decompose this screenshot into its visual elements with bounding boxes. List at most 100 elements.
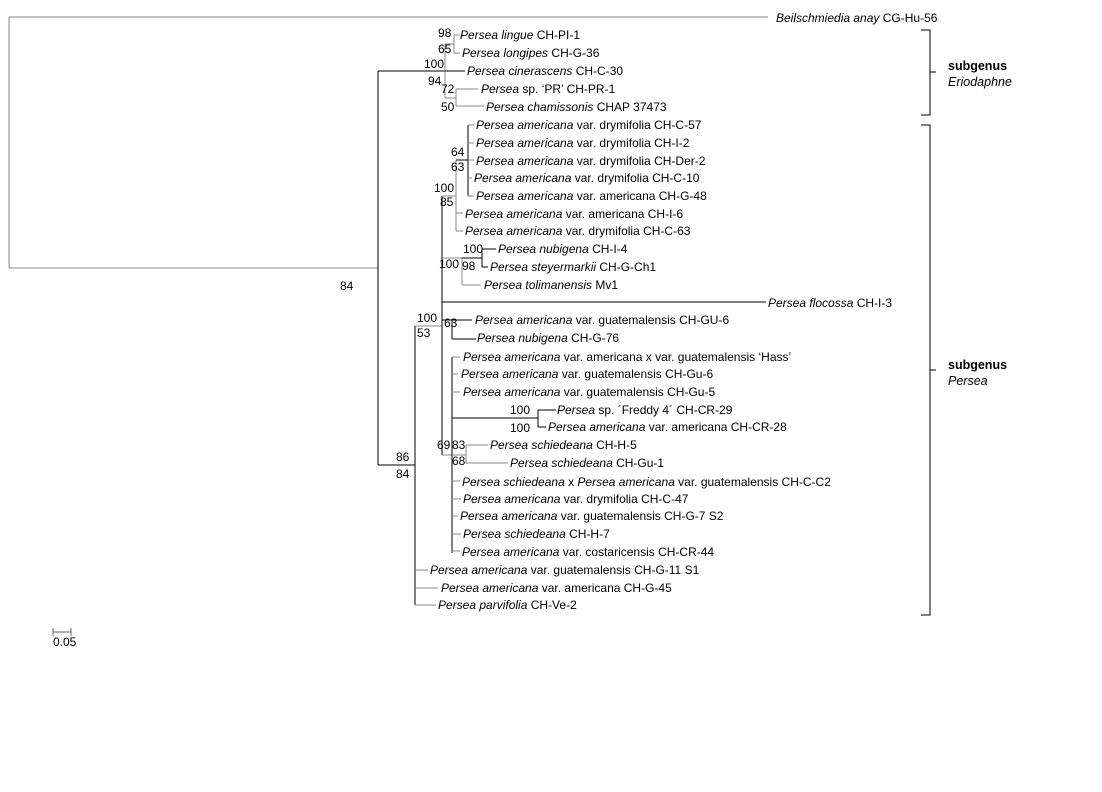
species-name: Persea americana: [475, 313, 573, 327]
specimen-code: CH-G-76: [567, 331, 620, 345]
bootstrap-value: 64: [451, 145, 465, 159]
scale-bar-label: 0.05: [53, 635, 77, 649]
species-name: Persea lingue: [460, 28, 534, 42]
species-name: Persea americana: [476, 118, 574, 132]
species-name: Persea nubigena: [477, 331, 568, 345]
taxon-label: Persea nubigena CH-G-76: [477, 331, 619, 345]
group-title: subgenus: [948, 59, 1008, 73]
specimen-code: CH-H-5: [592, 438, 637, 452]
specimen-code: CH-I-4: [588, 242, 628, 256]
bootstrap-value: 65: [438, 42, 452, 56]
species-name: Persea: [557, 403, 596, 417]
bootstrap-value: 100: [510, 403, 531, 417]
species-name: Persea americana: [465, 224, 563, 238]
taxon-label: Persea nubigena CH-I-4: [498, 242, 627, 256]
specimen-code: var. drymifolia CH-Der-2: [573, 154, 706, 168]
specimen-code: var. guatemalensis CH-Gu-6: [558, 367, 714, 381]
taxon-label: Persea steyermarkii CH-G-Ch1: [490, 260, 656, 274]
taxon-label: Persea cinerascens CH-C-30: [467, 64, 623, 78]
specimen-code: var. drymifolia CH-C-57: [573, 118, 702, 132]
specimen-code: var. drymifolia CH-C-47: [560, 492, 689, 506]
taxon-label: Persea americana var. drymifolia CH-C-47: [463, 492, 688, 506]
species-name: Persea: [481, 82, 520, 96]
group-name: Eriodaphne: [948, 75, 1012, 89]
species-name: Persea flocossa: [768, 296, 854, 310]
species-name: Persea schiedeana: [510, 456, 613, 470]
group-name: Persea: [948, 374, 988, 388]
species-name: Persea americana: [476, 136, 574, 150]
specimen-code: var. drymifolia CH-C-63: [562, 224, 691, 238]
specimen-code: CH-G-36: [548, 46, 600, 60]
specimen-code: var. americana x var. guatemalensis ‘Has…: [560, 350, 792, 364]
taxon-label: Persea americana var. americana CH-G-45: [441, 581, 672, 595]
species-name: Persea cinerascens: [467, 64, 573, 78]
specimen-code: sp. ´Freddy 4´ CH-CR-29: [595, 403, 733, 417]
species-name: Persea nubigena: [498, 242, 589, 256]
specimen-code: var. guatemalensis CH-GU-6: [572, 313, 730, 327]
specimen-code: var. americana CH-G-45: [538, 581, 672, 595]
species-name: Persea schiedeana: [490, 438, 593, 452]
bootstrap-value: 100: [463, 242, 484, 256]
taxon-label: Persea schiedeana CH-Gu-1: [510, 456, 664, 470]
species-name: Persea americana: [462, 545, 560, 559]
taxon-label: Persea americana var. drymifolia CH-I-2: [476, 136, 689, 150]
taxon-label: Persea americana var. guatemalensis CH-G…: [461, 367, 713, 381]
taxon-label: Persea lingue CH-PI-1: [460, 28, 580, 42]
specimen-code: var. guatemalensis CH-Gu-5: [560, 385, 716, 399]
bootstrap-value: 50: [441, 100, 455, 114]
bootstrap-value: 98: [438, 26, 452, 40]
species-name: Persea americana: [460, 509, 558, 523]
bootstrap-value: 85: [440, 195, 454, 209]
species-name: Persea americana: [461, 367, 559, 381]
taxon-label: Persea americana var. drymifolia CH-C-10: [474, 171, 699, 185]
bootstrap-value: 63: [451, 160, 465, 174]
species-name: Persea americana: [465, 207, 563, 221]
bootstrap-value: 69: [437, 438, 451, 452]
specimen-code: CHAP 37473: [593, 100, 667, 114]
taxon-label: Persea americana var. drymifolia CH-Der-…: [476, 154, 705, 168]
specimen-code: CH-Gu-1: [612, 456, 665, 470]
bootstrap-value: 100: [439, 257, 460, 271]
species-name: Persea americana: [430, 563, 528, 577]
specimen-code: CH-H-7: [565, 527, 610, 541]
taxon-label: Persea parvifolia CH-Ve-2: [438, 598, 577, 612]
specimen-code: CH-Ve-2: [527, 598, 577, 612]
bootstrap-value: 100: [417, 311, 438, 325]
bootstrap-value: 100: [510, 421, 531, 435]
species-name: Persea chamissonis: [486, 100, 594, 114]
specimen-code: CG-Hu-56: [882, 11, 938, 25]
taxon-label: Persea longipes CH-G-36: [462, 46, 599, 60]
bootstrap-value: 98: [462, 259, 476, 273]
specimen-code: var. guatemalensis CH-G-7 S2: [557, 509, 724, 523]
species-name: Persea americana: [476, 189, 574, 203]
taxon-label: Persea americana var. guatemalensis CH-G…: [430, 563, 699, 577]
outgroup-label: Beilschmiedia anay CG-Hu-56: [776, 11, 937, 25]
specimen-code: CH-I-3: [853, 296, 893, 310]
bootstrap-value: 100: [424, 57, 445, 71]
bootstrap-value: 63: [444, 316, 458, 330]
taxon-label: Persea americana var. drymifolia CH-C-57: [476, 118, 701, 132]
taxon-label: Persea americana var. americana CH-G-48: [476, 189, 707, 203]
bootstrap-value: 94: [428, 74, 442, 88]
species-name: Beilschmiedia anay: [776, 11, 880, 25]
species-name: Persea longipes: [462, 46, 549, 60]
bootstrap-value: 68: [452, 454, 466, 468]
species-name: Persea americana: [548, 420, 646, 434]
bootstrap-value: 84: [340, 279, 354, 293]
specimen-code: var. guatemalensis CH-G-11 S1: [527, 563, 700, 577]
bootstrap-value: 84: [396, 467, 410, 481]
specimen-code: Mv1: [592, 278, 619, 292]
species-name: Persea parvifolia: [438, 598, 528, 612]
taxon-label: Persea americana var. americana x var. g…: [463, 350, 791, 364]
bootstrap-value: 100: [434, 181, 455, 195]
bootstrap-value: 53: [417, 326, 431, 340]
taxon-label: Persea americana var. americana CH-I-6: [465, 207, 683, 221]
species-name: Persea americana: [463, 385, 561, 399]
species-name: Persea steyermarkii: [490, 260, 597, 274]
specimen-code: CH-PI-1: [533, 28, 581, 42]
species-name: Persea americana: [441, 581, 539, 595]
specimen-code: var. drymifolia CH-C-10: [571, 171, 700, 185]
species-name: Persea tolimanensis: [484, 278, 593, 292]
specimen-code: var. americana CH-G-48: [573, 189, 707, 203]
taxon-label: Persea sp. ‘PR’ CH-PR-1: [481, 82, 615, 96]
